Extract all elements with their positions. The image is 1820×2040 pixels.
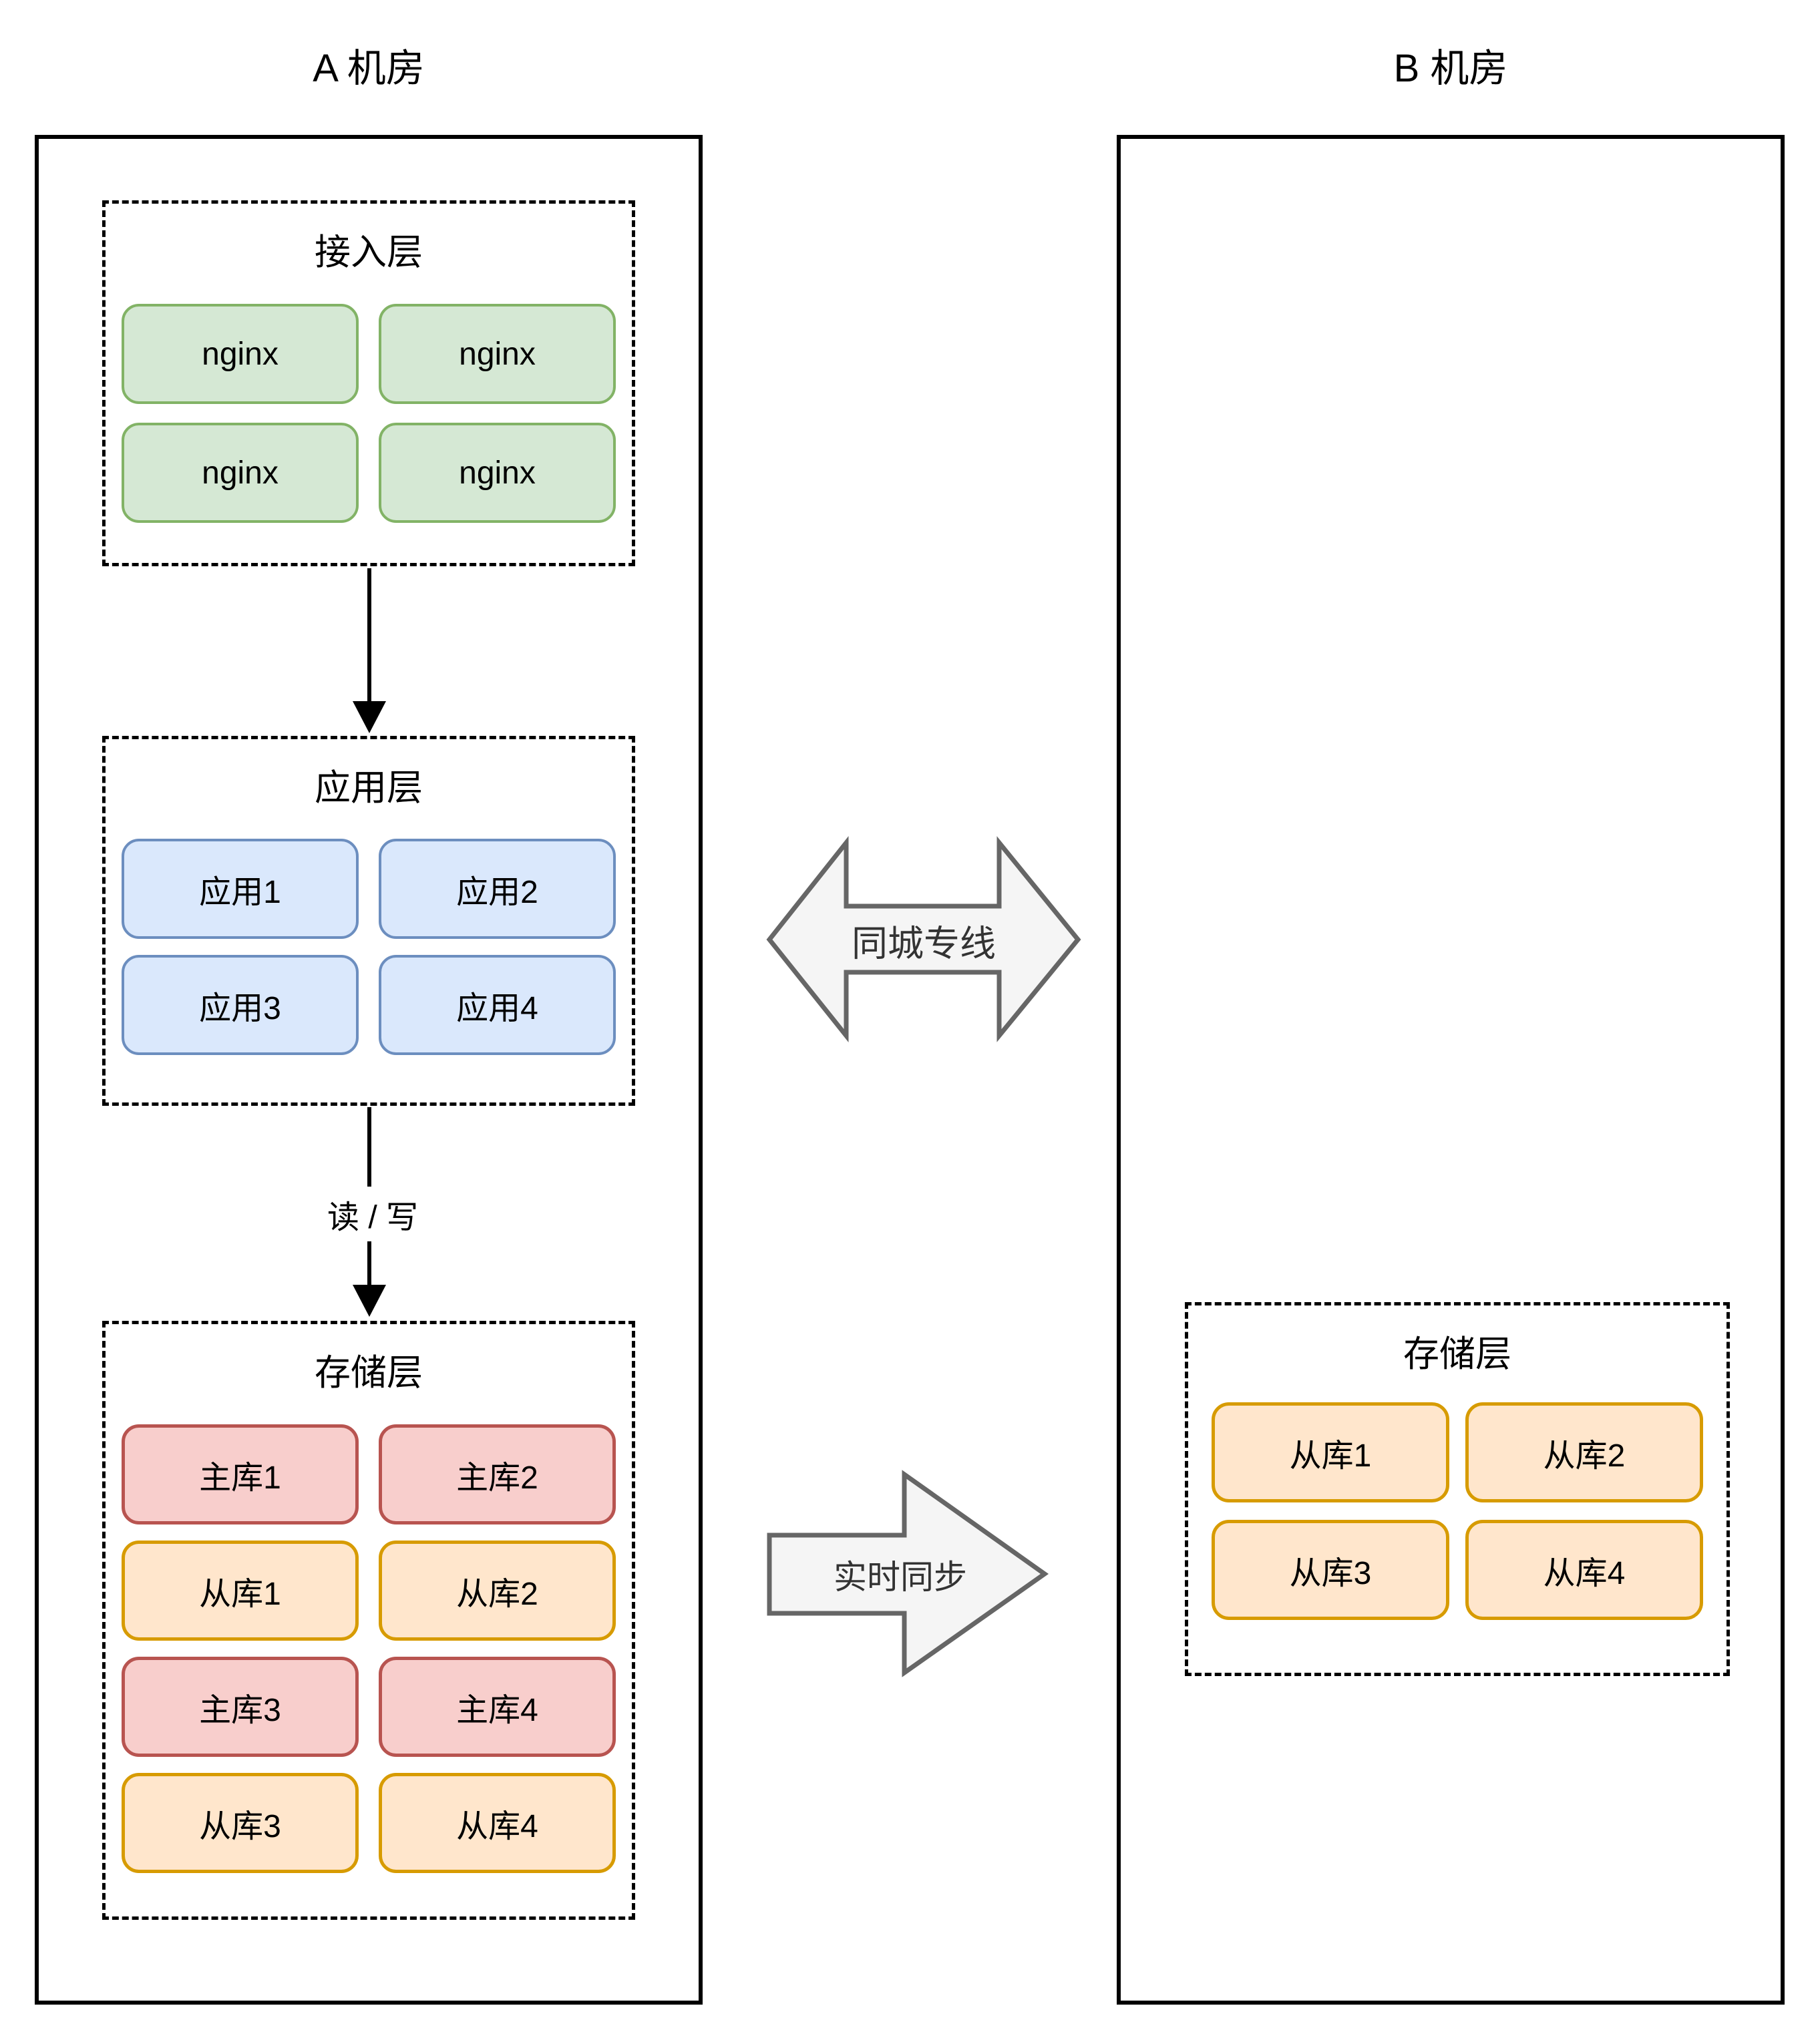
node-app-1: 应用1 — [122, 839, 359, 939]
node-b-slave-db-3: 从库3 — [1212, 1520, 1449, 1620]
application-layer-nodes: 应用1 应用2 应用3 应用4 — [106, 839, 632, 1055]
access-layer-nodes: nginx nginx nginx nginx — [106, 304, 632, 523]
node-nginx-1: nginx — [122, 304, 359, 404]
node-slave-db-4: 从库4 — [379, 1773, 616, 1873]
node-nginx-4: nginx — [379, 423, 616, 523]
datacenter-b-box — [1117, 135, 1785, 2005]
storage-layer-b-nodes: 从库1 从库2 从库3 从库4 — [1188, 1402, 1726, 1620]
storage-layer-b: 存储层 从库1 从库2 从库3 从库4 — [1185, 1302, 1730, 1676]
node-b-slave-db-4: 从库4 — [1465, 1520, 1703, 1620]
datacenter-a-box — [35, 135, 703, 2005]
application-layer: 应用层 应用1 应用2 应用3 应用4 — [102, 736, 635, 1106]
node-nginx-2: nginx — [379, 304, 616, 404]
datacenter-b-title: B 机房 — [1393, 47, 1508, 90]
node-slave-db-1: 从库1 — [122, 1541, 359, 1641]
read-write-label: 读 / 写 — [313, 1187, 432, 1241]
storage-layer-a-nodes: 主库1 主库2 从库1 从库2 主库3 主库4 从库3 从库4 — [106, 1424, 632, 1873]
node-app-2: 应用2 — [379, 839, 616, 939]
datacenter-a-title: A 机房 — [313, 47, 425, 90]
storage-layer-b-title: 存储层 — [1403, 1334, 1511, 1374]
node-app-3: 应用3 — [122, 955, 359, 1055]
node-b-slave-db-2: 从库2 — [1465, 1402, 1703, 1502]
access-layer-title: 接入层 — [315, 232, 423, 272]
node-app-4: 应用4 — [379, 955, 616, 1055]
node-slave-db-3: 从库3 — [122, 1773, 359, 1873]
storage-layer-a-title: 存储层 — [315, 1353, 423, 1393]
node-master-db-2: 主库2 — [379, 1424, 616, 1524]
node-nginx-3: nginx — [122, 423, 359, 523]
intercity-link-label: 同城专线 — [852, 924, 996, 964]
application-layer-title: 应用层 — [315, 768, 423, 808]
node-master-db-4: 主库4 — [379, 1657, 616, 1757]
access-layer: 接入层 nginx nginx nginx nginx — [102, 200, 635, 566]
node-master-db-3: 主库3 — [122, 1657, 359, 1757]
storage-layer-a: 存储层 主库1 主库2 从库1 从库2 主库3 主库4 从库3 从库4 — [102, 1321, 635, 1920]
node-master-db-1: 主库1 — [122, 1424, 359, 1524]
node-slave-db-2: 从库2 — [379, 1541, 616, 1641]
node-b-slave-db-1: 从库1 — [1212, 1402, 1449, 1502]
realtime-sync-label: 实时同步 — [834, 1559, 967, 1596]
